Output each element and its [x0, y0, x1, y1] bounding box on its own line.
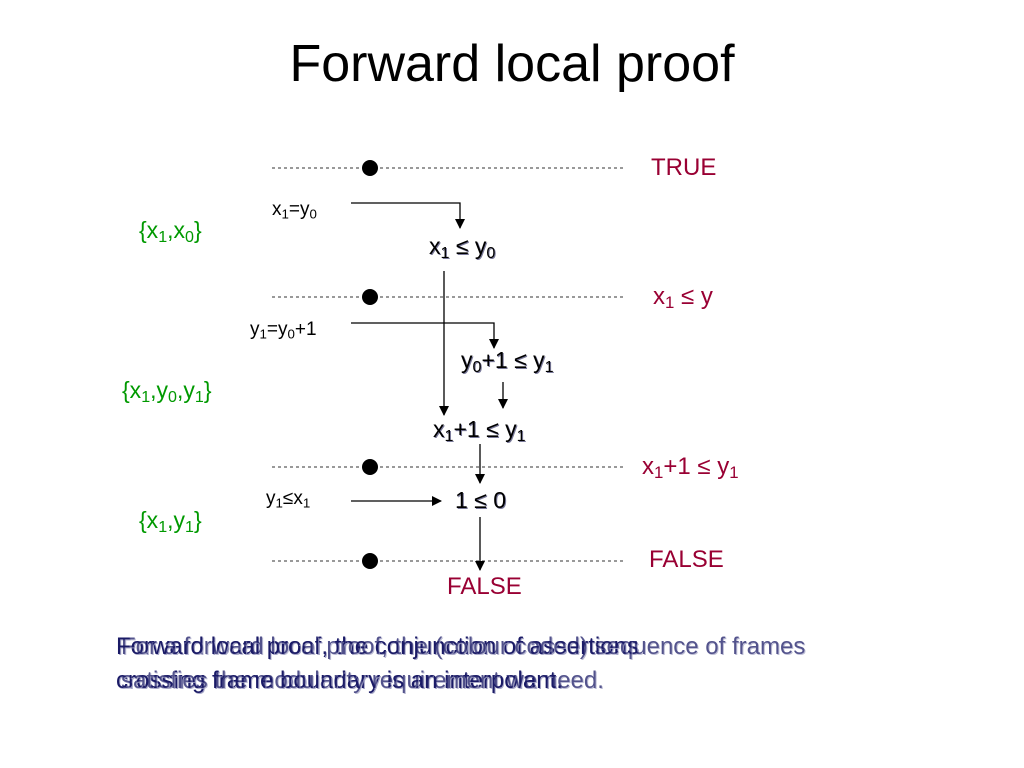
derived-formula: x1 ≤ y0 [429, 233, 496, 263]
step-label: y1=y0+1 [250, 319, 317, 342]
frame-variables: {x1,x0} [139, 217, 202, 247]
caption-layer-b: For a forward local proof, the (colour c… [121, 630, 805, 698]
slide-title: Forward local proof [289, 35, 735, 93]
assertion-label: TRUE [651, 154, 717, 181]
boundary-dot-3 [362, 459, 378, 475]
step-label: y1≤x1 [266, 488, 311, 511]
frame-variables: {x1,y0,y1} [122, 377, 212, 407]
derived-formula: y0+1 ≤ y1 [461, 347, 554, 377]
derived-false: FALSE [447, 573, 522, 600]
boundary-dot-4 [362, 553, 378, 569]
boundary-dot-1 [362, 160, 378, 176]
caption-line: satisfies the modularity requirement we … [121, 667, 604, 694]
assertion-label: x1+1 ≤ y1 [642, 453, 739, 483]
boundary-dot-2 [362, 289, 378, 305]
caption-line: For a forward local proof, the (colour c… [121, 633, 806, 660]
assertion-label: x1 ≤ y [653, 283, 713, 313]
assertion-label: FALSE [649, 546, 724, 573]
derived-formula: 1 ≤ 0 [455, 487, 506, 513]
arrow-step2 [351, 322, 499, 349]
arrow-step1 [351, 202, 465, 229]
caption-layer-a: Forward local proof, the conjunction of … [116, 630, 639, 698]
step-label: x1=y0 [272, 199, 317, 222]
caption-line: Forward local proof, the conjunction of … [116, 633, 639, 660]
frame-variables: {x1,y1} [139, 507, 202, 537]
derived-formula: x1+1 ≤ y1 [433, 416, 526, 446]
caption-line: crossing frame boundary is an interpolan… [116, 667, 563, 694]
